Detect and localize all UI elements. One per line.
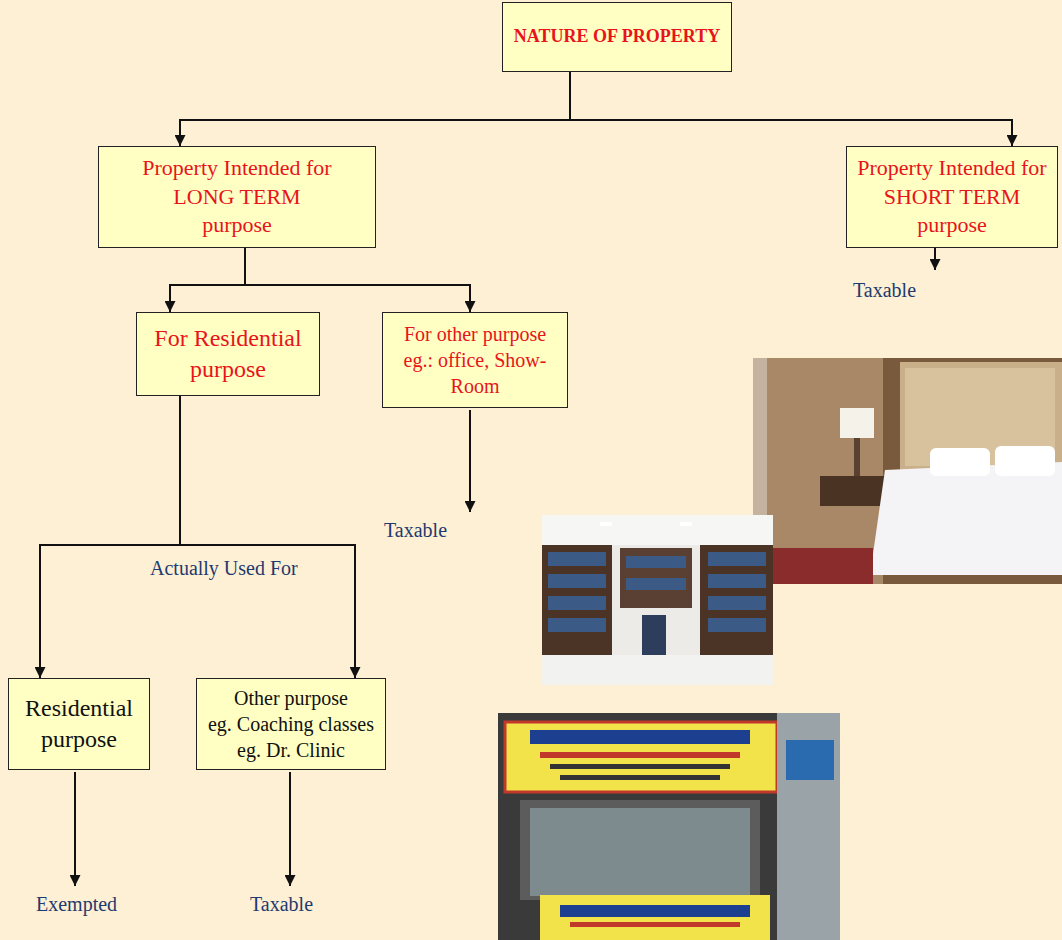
outcome-label: Taxable: [250, 892, 313, 916]
box-text-group: Property Intended for SHORT TERM purpose: [854, 154, 1050, 240]
box-text: Other purpose: [208, 685, 374, 711]
outcome-label: Taxable: [853, 278, 916, 302]
box-text: For Residential purpose: [144, 323, 312, 385]
box-text: eg. Coaching classes: [208, 711, 374, 737]
flow-arrow: [170, 248, 245, 312]
outcome-label: Exempted: [36, 892, 117, 916]
outcome-label: Actually Used For: [150, 556, 298, 580]
box-text-group: NATURE OF PROPERTY: [514, 25, 720, 48]
flow-arrow: [180, 396, 355, 678]
outcome-arrows: [75, 240, 935, 886]
box-text: For other purpose: [399, 321, 551, 347]
concept-box: For other purposeeg.: office, Show-Room: [382, 312, 568, 408]
outcome-label: Taxable: [384, 518, 447, 542]
coaching-institute-photo: [498, 713, 840, 940]
box-text-group: Property Intended for LONG TERM purpose: [139, 154, 335, 240]
box-text-group: Residential purpose: [15, 693, 143, 755]
flow-arrow: [180, 72, 570, 146]
box-text: NATURE OF PROPERTY: [514, 25, 720, 48]
concept-box: Other purposeeg. Coaching classeseg. Dr.…: [196, 678, 386, 770]
concept-box: Residential purpose: [8, 678, 150, 770]
box-text-group: Other purposeeg. Coaching classeseg. Dr.…: [208, 685, 374, 763]
box-text: eg. Dr. Clinic: [208, 737, 374, 763]
box-text-group: For Residential purpose: [144, 323, 312, 385]
concept-box: For Residential purpose: [136, 312, 320, 396]
flow-arrow: [40, 396, 180, 678]
concept-box: Property Intended for LONG TERM purpose: [98, 146, 376, 248]
showroom-photo: [542, 515, 773, 685]
concept-box: Property Intended for SHORT TERM purpose: [846, 146, 1058, 248]
flow-arrow: [245, 248, 470, 312]
box-text: eg.: office, Show-Room: [399, 347, 551, 399]
concept-box: NATURE OF PROPERTY: [502, 2, 732, 72]
hotel-room-photo: [753, 358, 1062, 584]
box-text-group: For other purposeeg.: office, Show-Room: [399, 321, 551, 399]
box-text: Residential purpose: [15, 693, 143, 755]
box-text: Property Intended for SHORT TERM purpose: [854, 154, 1050, 240]
flow-arrow: [570, 72, 1012, 146]
box-text: Property Intended for LONG TERM purpose: [139, 154, 335, 240]
